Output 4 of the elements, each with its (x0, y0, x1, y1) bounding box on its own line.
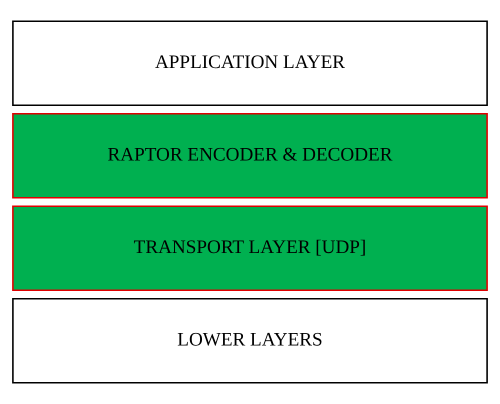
node-box: LOWER LAYERS (12, 298, 488, 384)
node-box: APPLICATION LAYER (12, 20, 488, 106)
node-box: TRANSPORT LAYER [UDP] (12, 205, 488, 292)
node-box: RAPTOR ENCODER & DECODER (12, 112, 488, 199)
